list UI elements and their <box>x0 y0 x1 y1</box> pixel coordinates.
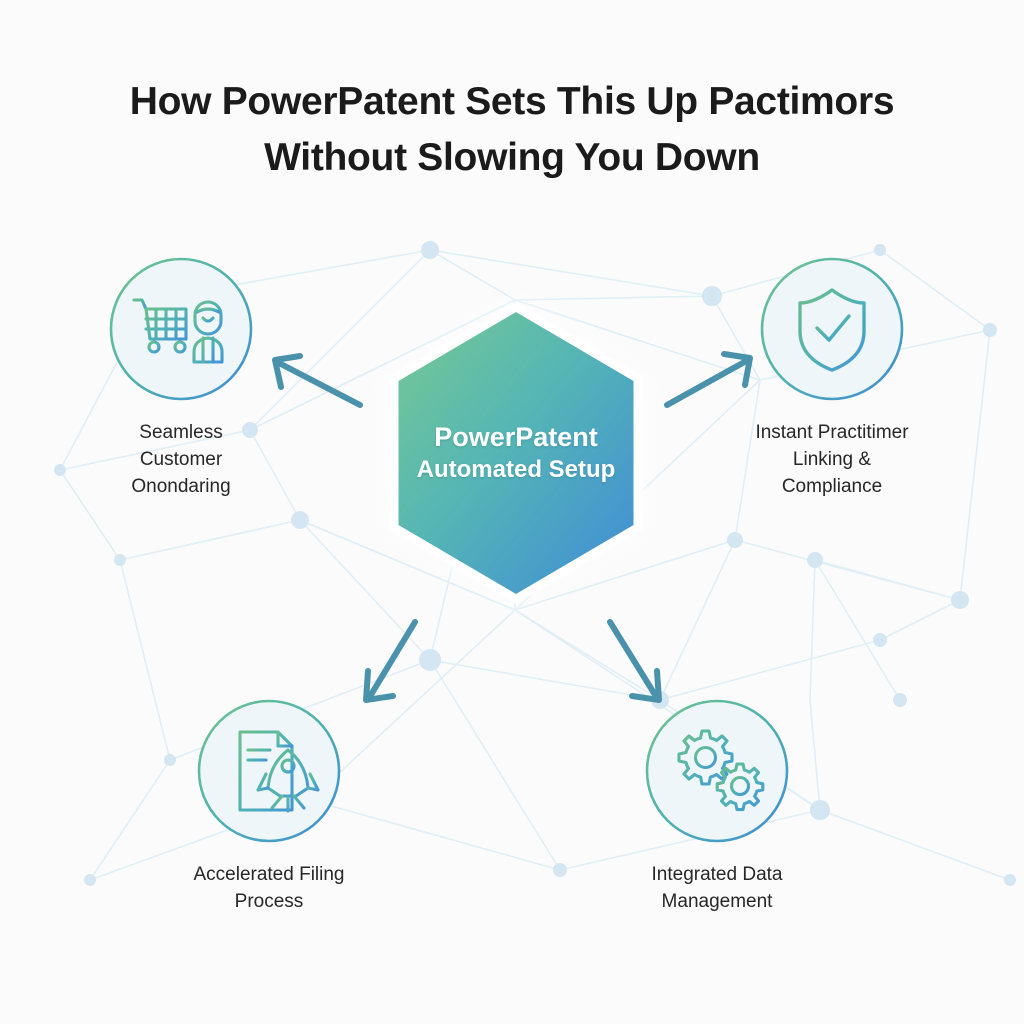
arrow-to-bottom-right <box>607 619 662 703</box>
shopping-cart-customer-icon <box>132 298 224 364</box>
hub-subtitle: Automated Setup <box>416 456 616 483</box>
gears-icon <box>677 729 765 812</box>
arrow-to-bottom-left <box>363 619 418 703</box>
node-circle[interactable] <box>196 698 342 844</box>
shield-check-icon <box>798 288 866 372</box>
node-label: Seamless Customer Onondaring <box>131 422 231 497</box>
page-title: How PowerPatent Sets This Up Pactimors W… <box>129 80 895 179</box>
hub-label-group: PowerPatent Automated Setup <box>371 292 661 614</box>
node-circle[interactable] <box>644 698 790 844</box>
node-integrated-data-management[interactable]: Integrated Data Management <box>592 698 842 915</box>
node-label: Integrated Data Management <box>651 864 783 912</box>
node-seamless-customer-onondaring[interactable]: Seamless Customer Onondaring <box>56 256 306 500</box>
node-label: Accelerated Filing Process <box>193 864 345 912</box>
center-hub[interactable]: PowerPatent Automated Setup <box>371 292 661 614</box>
node-circle[interactable] <box>108 256 254 402</box>
node-circle[interactable] <box>759 256 905 402</box>
node-label: Instant Practitimer Linking & Compliance <box>755 422 909 497</box>
hexagon-shape <box>389 302 643 604</box>
hub-title: PowerPatent <box>434 422 598 452</box>
node-accelerated-filing-process[interactable]: Accelerated Filing Process <box>144 698 394 915</box>
document-rocket-icon <box>238 730 320 813</box>
node-instant-practitimer-linking-compliance[interactable]: Instant Practitimer Linking & Compliance <box>707 256 957 500</box>
